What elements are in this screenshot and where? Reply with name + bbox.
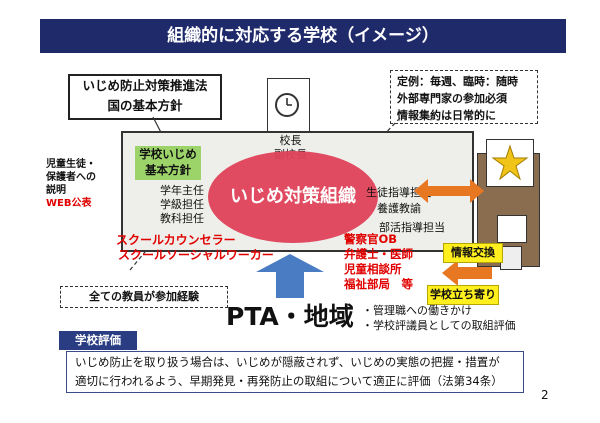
police-window [497,215,527,243]
lawyer-doctor-label: 弁護士・医師 [344,247,413,261]
double-arrow-icon [414,179,484,203]
grade-head-label: 学年主任 [160,184,204,197]
definition-line-3: 情報集約は日常的に [397,109,496,122]
law-box: いじめ防止対策推進法 国の基本方針 [68,74,222,120]
subject-teacher-label: 教科担任 [160,212,204,225]
police-door [500,246,522,270]
school-policy-box: 学校いじめ 基本方針 [135,146,201,180]
school-social-worker-label: スクールソーシャルワーカー [118,248,274,262]
disclosure-notes: 児童生徒・ 保護者への 説明 WEB公表 [46,158,96,210]
school-policy-line-2: 基本方針 [145,163,191,177]
page-title: 組織的に対応する学校（イメージ） [40,19,566,53]
pta-note-2: ・学校評議員としての取組評価 [362,319,516,332]
school-policy-line-1: 学校いじめ [139,147,197,161]
evaluation-line-1: いじめ防止を取り扱う場合は、いじめが隠蔽されず、いじめの実態の把握・措置が [75,355,500,369]
all-staff-box: 全ての教員が参加経験 [60,286,228,308]
child-guidance-label: 児童相談所 [344,262,402,276]
club-label: 部活指導担当 [379,221,445,234]
guidance-label: 生徒指導担当 [366,186,432,199]
evaluation-line-2: 適切に行われるよう、早期発見・再発防止の取組について適正に評価（法第34条） [75,374,503,388]
up-arrow-icon [256,254,324,298]
anti-bullying-organization: いじめ対策組織 [208,151,378,243]
law-line-1: いじめ防止対策推進法 [82,78,208,93]
nurse-label: 養護教諭 [377,202,421,215]
evaluation-label: 学校評価 [59,331,137,350]
info-exchange-label: 情報交換 [443,243,503,263]
law-line-2: 国の基本方針 [107,98,183,113]
disclosure-line-2: 保護者への [46,172,96,183]
pta-note-1: ・管理職への働きかけ [362,304,472,317]
definition-line-1: 定例：毎週、臨時：随時 [397,75,518,88]
definition-line-2: 外部専門家の参加必須 [397,92,507,105]
teachers-list: 学年主任 学級担任 教科担任 [160,184,204,226]
disclosure-line-3: 説明 [46,185,66,196]
pta-label: PTA・地域 [226,302,354,331]
external-experts: 警察官OB 弁護士・医師 児童相談所 福祉部局 等 [344,232,413,292]
principal-label: 校長 [279,134,302,147]
web-publication-label: WEB公表 [46,198,92,209]
school-counselor-label: スクールカウンセラー [116,233,236,247]
police-visit-label: 学校立ち寄り [427,285,499,305]
disclosure-line-1: 児童生徒・ [46,159,96,170]
page-number: 2 [541,388,549,402]
clock-icon [275,93,299,117]
definition-box: 定例：毎週、臨時：随時 外部専門家の参加必須 情報集約は日常的に [390,70,538,124]
left-arrow-icon [442,260,492,286]
pta-notes: ・管理職への働きかけ ・学校評議員としての取組評価 [362,303,516,333]
class-teacher-label: 学級担任 [160,198,204,211]
evaluation-box: いじめ防止を取り扱う場合は、いじめが隠蔽されず、いじめの実態の把握・措置が 適切… [66,351,524,393]
welfare-dept-label: 福祉部局 等 [344,277,413,291]
police-ob-label: 警察官OB [344,232,398,246]
police-badge-icon [486,139,534,187]
